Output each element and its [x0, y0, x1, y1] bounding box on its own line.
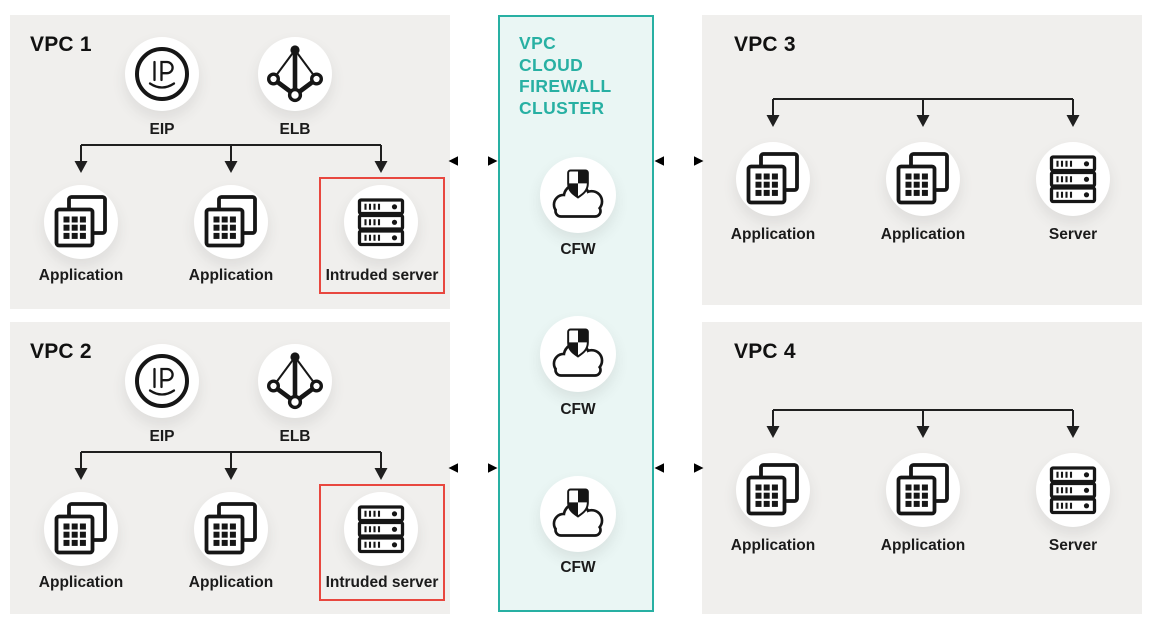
fanout-connector: [766, 98, 1080, 127]
firewall-cluster-title: VPC CLOUD FIREWALL CLUSTER: [519, 33, 612, 118]
panel-vpc1: VPC 1 EIP ELB Application Application In…: [10, 15, 450, 309]
vpc1-title: VPC 1: [30, 33, 92, 56]
cfw-icon: [540, 157, 616, 233]
vpc4-title: VPC 4: [734, 340, 796, 363]
elb-label: ELB: [279, 428, 311, 445]
panel-vpc4: VPC 4 Application Application Server: [702, 322, 1142, 614]
application-label: Application: [188, 267, 274, 284]
eip-label: EIP: [149, 121, 175, 138]
server-label: Server: [1048, 226, 1098, 243]
cfw-label: CFW: [560, 559, 596, 576]
panel-vpc2: VPC 2 EIP ELB Application Application In…: [10, 322, 450, 614]
server-label: Server: [1048, 537, 1098, 554]
bidirectional-arrow-vpc1-firewall: [448, 154, 498, 168]
server-icon: [1036, 453, 1110, 527]
panel-firewall-cluster: VPC CLOUD FIREWALL CLUSTER CFW CFW CFW: [498, 15, 654, 612]
application-label: Application: [38, 267, 124, 284]
vpc3-title: VPC 3: [734, 33, 796, 56]
application-icon: [886, 453, 960, 527]
bidirectional-arrow-firewall-vpc3: [654, 154, 704, 168]
bidirectional-arrow-vpc2-firewall: [448, 461, 498, 475]
elb-icon: [258, 37, 332, 111]
bidirectional-arrow-firewall-vpc4: [654, 461, 704, 475]
fanout-connector: [74, 451, 388, 480]
application-label: Application: [38, 574, 124, 591]
application-icon: [736, 453, 810, 527]
application-label: Application: [730, 537, 816, 554]
cfw-icon: [540, 476, 616, 552]
application-icon: [194, 492, 268, 566]
eip-label: EIP: [149, 428, 175, 445]
application-label: Application: [188, 574, 274, 591]
application-icon: [886, 142, 960, 216]
intrusion-highlight-box: [319, 177, 445, 294]
panel-vpc3: VPC 3 Application Application Server: [702, 15, 1142, 305]
application-label: Application: [880, 537, 966, 554]
application-label: Application: [730, 226, 816, 243]
intrusion-highlight-box: [319, 484, 445, 601]
cfw-label: CFW: [560, 241, 596, 258]
eip-icon: [125, 37, 199, 111]
application-label: Application: [880, 226, 966, 243]
fanout-connector: [766, 409, 1080, 438]
server-icon: [1036, 142, 1110, 216]
application-icon: [736, 142, 810, 216]
intruded-server-label: Intruded server: [325, 267, 439, 284]
fanout-connector: [74, 144, 388, 173]
server-icon: [344, 492, 418, 566]
application-icon: [194, 185, 268, 259]
elb-icon: [258, 344, 332, 418]
elb-label: ELB: [279, 121, 311, 138]
cfw-label: CFW: [560, 401, 596, 418]
cfw-icon: [540, 316, 616, 392]
application-icon: [44, 185, 118, 259]
eip-icon: [125, 344, 199, 418]
intruded-server-label: Intruded server: [325, 574, 439, 591]
vpc2-title: VPC 2: [30, 340, 92, 363]
server-icon: [344, 185, 418, 259]
application-icon: [44, 492, 118, 566]
